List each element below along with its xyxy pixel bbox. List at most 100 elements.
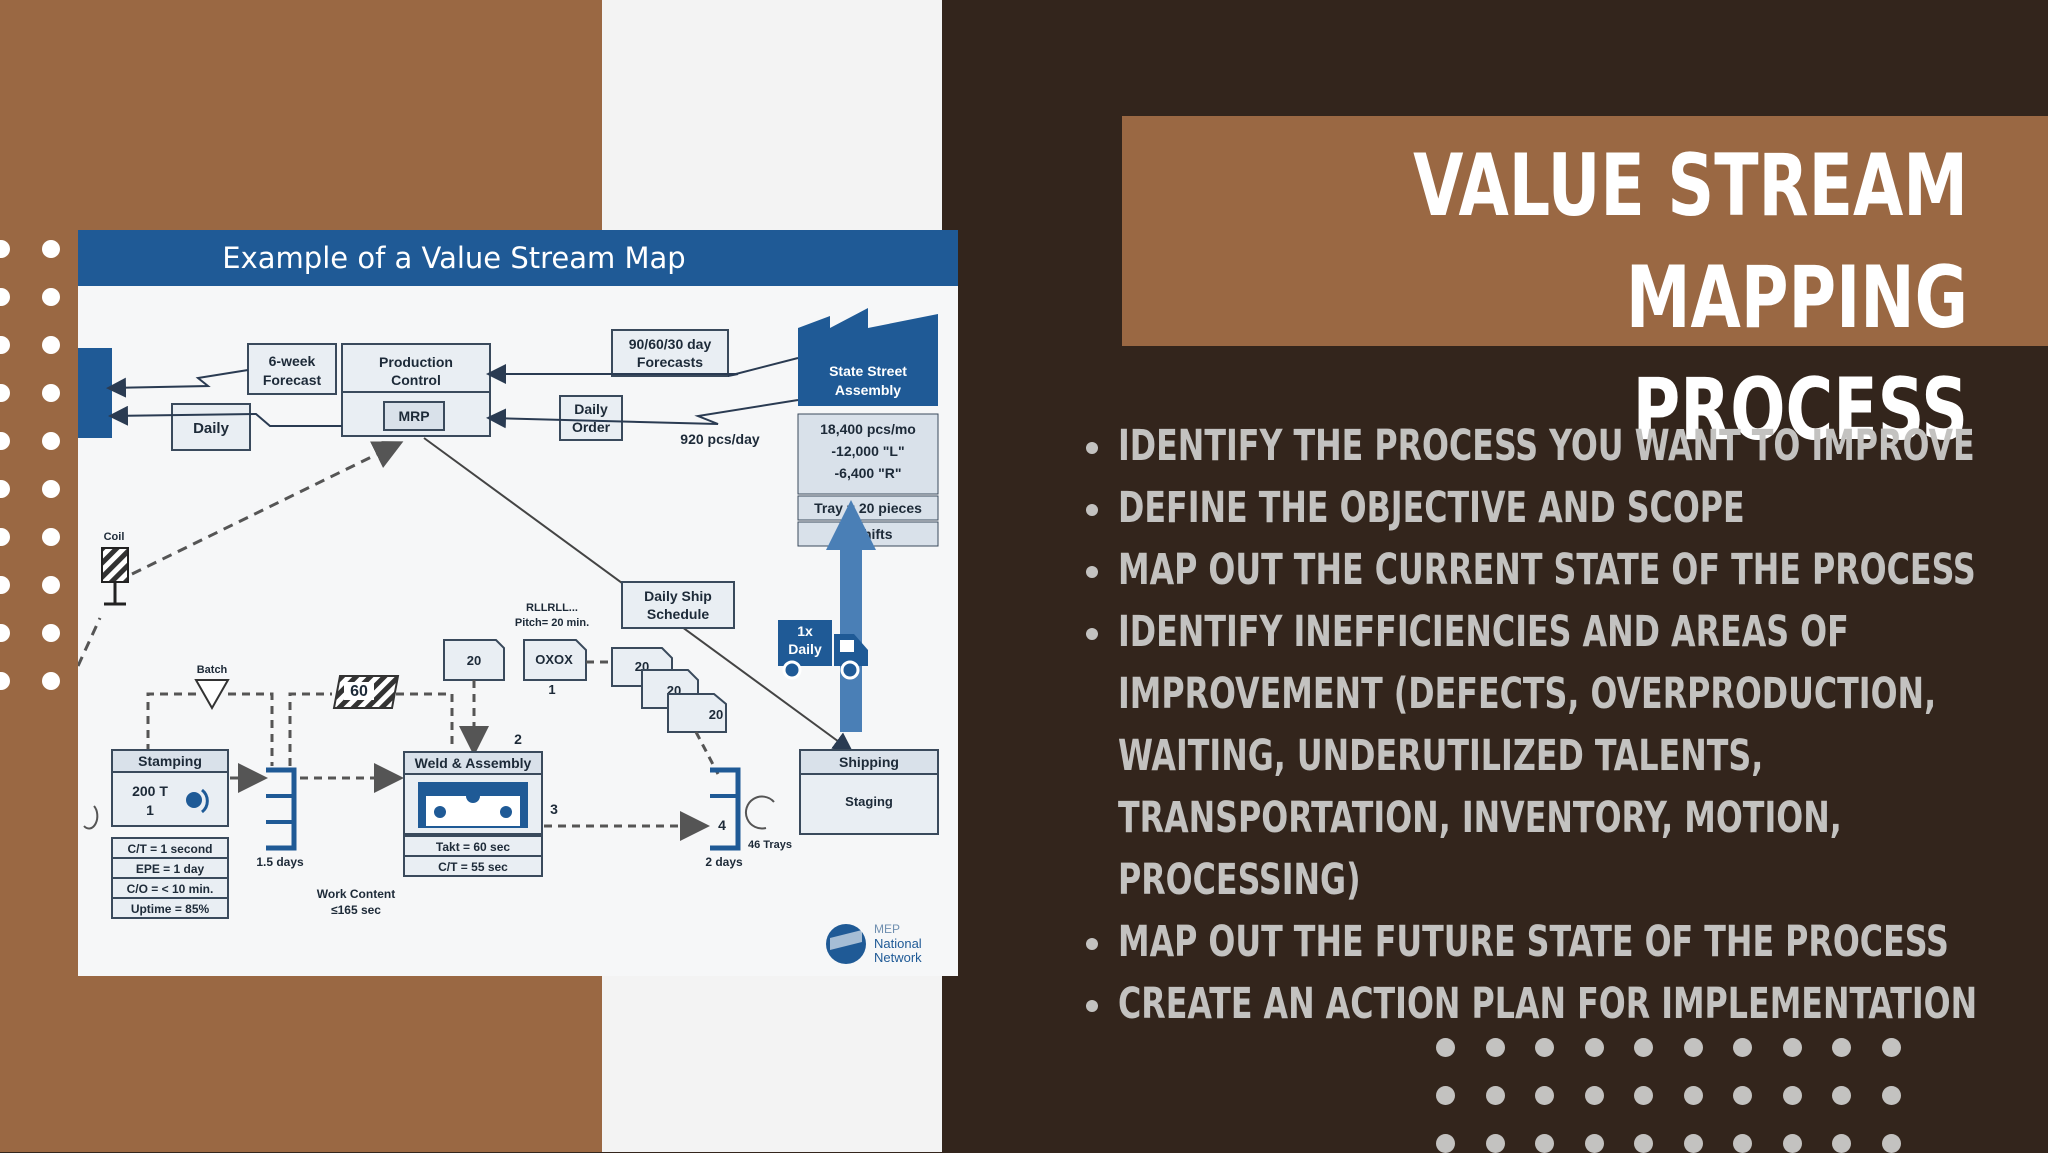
label-three: 3 — [550, 801, 558, 817]
daily-label: Daily — [193, 420, 230, 437]
coil-icon — [101, 547, 129, 583]
decorative-dot — [1733, 1038, 1752, 1057]
decorative-dot — [0, 528, 10, 546]
days-1-5-label: 1.5 days — [256, 855, 304, 869]
label-four: 4 — [718, 817, 726, 833]
customer-data-line-2: -12,000 "L" — [831, 443, 904, 459]
decorative-dot — [1733, 1086, 1752, 1105]
stamping-data-box: C/T = 1 second EPE = 1 day C/O = < 10 mi… — [111, 837, 229, 919]
svg-text:Network: Network — [874, 950, 922, 965]
svg-text:EPE = 1 day: EPE = 1 day — [136, 862, 205, 876]
mrp-label: MRP — [398, 408, 429, 424]
truck-line-2: Daily — [788, 641, 822, 657]
decorative-dot — [1584, 1086, 1604, 1105]
decorative-dot — [0, 384, 10, 402]
daily-ship-line-1: Daily Ship — [644, 588, 712, 604]
decorative-dot — [0, 480, 10, 498]
customer-data-box — [797, 413, 939, 495]
shipping-header — [799, 749, 939, 775]
decorative-dot — [42, 384, 60, 402]
supermarket-icon — [266, 767, 297, 851]
stamping-label: Stamping — [138, 753, 202, 769]
bullet-item: Define the objective and scope — [1082, 477, 2042, 539]
weld-assembly-label: Weld & Assembly — [415, 755, 532, 771]
decorative-dot — [42, 432, 60, 450]
forecasts-line-2: Forecasts — [637, 354, 703, 370]
batch-label: Batch — [197, 664, 228, 676]
mrp-box — [383, 401, 445, 431]
decorative-dot — [1832, 1086, 1851, 1105]
decorative-dot — [42, 336, 60, 354]
decorative-dot — [1881, 1086, 1901, 1105]
coil-label: Coil — [104, 531, 125, 543]
title-banner: VALUE STREAM MAPPING PROCESS — [1122, 116, 2048, 460]
six-week-forecast-line-2: Forecast — [263, 372, 322, 388]
svg-text:Uptime = 85%: Uptime = 85% — [131, 902, 210, 916]
slide-title-line-2: PROCESS — [1632, 360, 1968, 460]
six-week-forecast-box — [247, 343, 337, 395]
svg-text:MEP: MEP — [874, 922, 900, 936]
decorative-dot — [1584, 1134, 1604, 1153]
daily-order-box — [559, 395, 623, 441]
map-header-title: Example of a Value Stream Map — [222, 241, 685, 275]
decorative-dot — [42, 528, 60, 546]
customer-line-1: State Street — [829, 363, 907, 379]
map-header-bar — [78, 230, 958, 286]
daily-ship-line-2: Schedule — [647, 606, 709, 622]
sixty-label: 60 — [350, 683, 368, 700]
decorative-dot — [1485, 1134, 1505, 1153]
decorative-dot — [0, 672, 10, 690]
decorative-dot — [1485, 1038, 1505, 1057]
bullet-item: Identify inefficiencies and areas of imp… — [1082, 601, 2042, 911]
forecasts-90-60-30-box — [611, 329, 729, 377]
decorative-dot — [0, 624, 10, 642]
customer-factory-icon — [798, 308, 938, 406]
decorative-dot — [1535, 1134, 1554, 1153]
svg-text:C/T = 1 second: C/T = 1 second — [127, 842, 212, 856]
customer-data-line-1: 18,400 pcs/mo — [820, 421, 916, 437]
daily-order-line-2: Order — [572, 419, 611, 435]
customer-data-line-3: -6,400 "R" — [835, 465, 902, 481]
work-content-line-1: Work Content — [317, 887, 395, 901]
decorative-dot — [1436, 1134, 1455, 1153]
bullet-item: Create an action plan for implementation — [1082, 973, 2042, 1035]
bullet-item: Map out the current state of the process — [1082, 539, 2042, 601]
shipping-label: Shipping — [839, 754, 899, 770]
decorative-dot — [42, 576, 60, 594]
decorative-dot — [1782, 1086, 1802, 1105]
svg-text:20: 20 — [709, 707, 723, 722]
svg-text:National: National — [874, 936, 922, 951]
decorative-dot — [1535, 1038, 1554, 1057]
decorative-dot — [1683, 1038, 1703, 1057]
decorative-dot — [42, 624, 60, 642]
decorative-dot — [1436, 1038, 1455, 1057]
svg-text:C/O = < 10 min.: C/O = < 10 min. — [127, 882, 214, 896]
decorative-dot — [1832, 1038, 1851, 1057]
daily-box — [171, 403, 251, 451]
forecasts-line-1: 90/60/30 day — [629, 336, 712, 352]
decorative-dot — [0, 576, 10, 594]
shipping-box — [799, 773, 939, 835]
truck-line-1: 1x — [797, 623, 813, 639]
decorative-dot — [1782, 1134, 1802, 1153]
batch-triangle-icon — [194, 679, 230, 711]
kanban-cards: 20 OXOX 1 20 20 20 — [443, 639, 727, 733]
decorative-dot — [1584, 1038, 1604, 1057]
decorative-dot — [1881, 1038, 1901, 1057]
decorative-dot — [0, 432, 10, 450]
bullet-item: Identify the process you want to improve — [1082, 415, 2042, 477]
rllrll-line-1: RLLRLL... — [526, 602, 578, 614]
production-control-line-2: Control — [391, 372, 441, 388]
truck-icon — [778, 620, 868, 680]
pcs-per-day-label: 920 pcs/day — [680, 431, 760, 447]
decorative-dot — [0, 240, 10, 258]
svg-text:1: 1 — [548, 682, 555, 697]
trays-46-label: 46 Trays — [748, 839, 792, 851]
decorative-dot — [1634, 1134, 1653, 1153]
days-2-label: 2 days — [705, 855, 743, 869]
six-week-forecast-line-1: 6-week — [269, 353, 316, 369]
production-control-line-1: Production — [379, 354, 453, 370]
oxox-label: OXOX — [535, 652, 573, 667]
decorative-dot — [1782, 1038, 1802, 1057]
supplier-icon — [78, 348, 112, 438]
